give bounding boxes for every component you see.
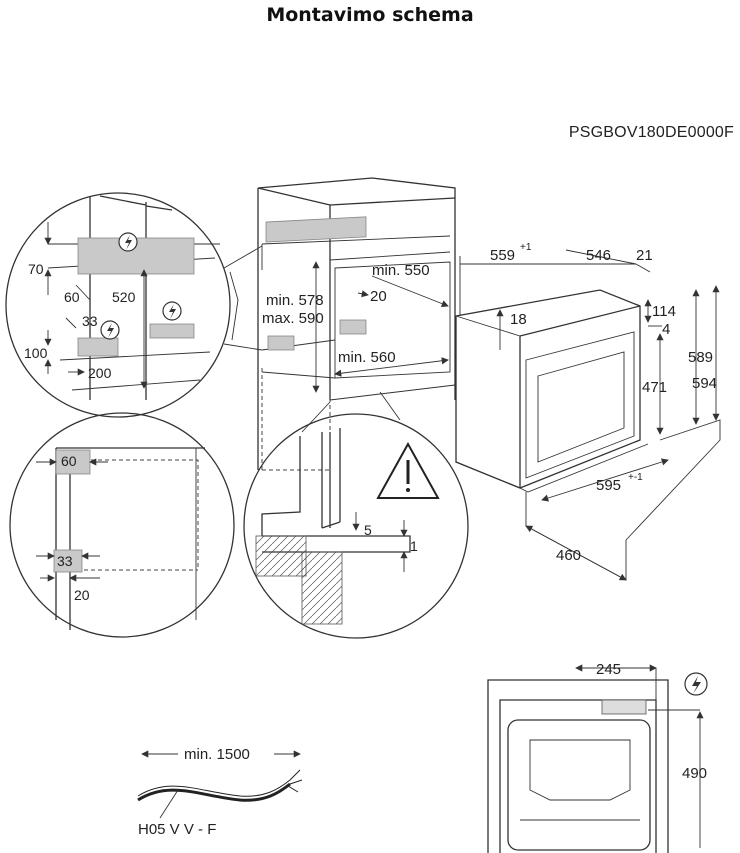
detail-top-left: 70 60 520 33 100 200 [5,192,231,418]
dim-559-tolerance: +1 [520,242,532,253]
dim-min-560: min. 560 [338,349,396,366]
wood-section [255,535,307,577]
dim-21: 21 [636,247,653,264]
dim-20: 20 [370,288,387,305]
hatch-33 [53,549,83,573]
dim-min-550: min. 550 [372,262,430,279]
dim-min-578: min. 578 [266,292,324,309]
dim-589: 589 [688,349,713,366]
electric-warning-icon [684,672,708,696]
socket-rear [601,699,647,715]
dim-200: 200 [88,365,112,381]
electric-warning-icon [162,301,182,321]
dim-60: 60 [64,289,80,305]
hatch-60 [55,449,91,475]
detail-rail: 5 1 [243,391,469,639]
electric-warning-icon [100,320,120,340]
dim-546: 546 [586,247,611,264]
dim-490: 490 [682,765,707,782]
dim-70: 70 [28,261,44,277]
cable-length: min. 1500 [184,746,250,763]
dim-33: 33 [57,553,73,569]
dim-5: 5 [364,522,372,538]
cable-type: H05 V V - F [138,821,216,838]
socket-hatch [339,319,367,335]
dim-60: 60 [61,453,77,469]
model-code: PSGBOV180DE0000F [568,124,734,141]
hatch-mid [149,323,195,339]
rear-view: 245 490 [487,661,708,853]
dim-460: 460 [556,547,581,564]
dim-18: 18 [510,311,527,328]
dim-4: 4 [662,321,670,338]
detail-side: 60 33 20 [9,412,235,638]
callout-connector [223,245,263,351]
dim-245: 245 [596,661,621,678]
dim-line-min-560 [334,357,449,377]
dim-594: 594 [692,375,717,392]
cabinet-shelf-hatch [265,216,367,243]
dim-559: 559 [490,247,515,264]
dim-33: 33 [82,313,98,329]
dim-114: 114 [652,303,676,320]
dim-595: 595 [596,477,621,494]
dim-line-min-550 [371,275,449,308]
electric-warning-icon [118,232,138,252]
hatch-low [77,337,119,357]
page-title: Montavimo schema [266,4,474,26]
dim-1: 1 [410,538,418,554]
dim-595-tolerance: +-1 [628,472,643,483]
dim-520: 520 [112,289,136,305]
cable-drawing: min. 1500 H05 V V - F [137,746,303,838]
dim-100: 100 [24,345,48,361]
dim-20: 20 [74,587,90,603]
wood-section-2 [301,551,343,625]
cabinet-drawing: min. 550 20 min. 578 max. 590 min. 560 [257,177,456,471]
warning-triangle-icon [376,441,440,499]
oven-drawing: 559 +1 546 21 18 114 4 471 589 594 595 +… [455,242,721,581]
dim-471: 471 [642,379,667,396]
dim-max-590: max. 590 [262,310,324,327]
socket-hatch-2 [267,335,295,351]
